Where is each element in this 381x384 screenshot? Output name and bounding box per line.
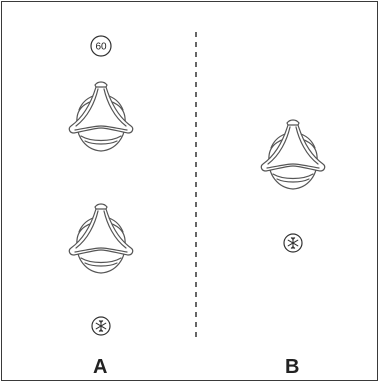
control-knob-bottom <box>68 203 134 274</box>
snowflake-icon <box>283 233 303 253</box>
panel-a: 60 <box>68 35 134 336</box>
svg-text:60: 60 <box>95 42 107 53</box>
control-knob <box>260 119 326 190</box>
control-knob-top <box>68 81 134 152</box>
diagram-frame <box>1 1 378 381</box>
snowflake-icon <box>91 316 111 336</box>
panel-label-b: B <box>285 356 300 378</box>
panel-label-a: A <box>93 356 108 378</box>
panel-b <box>260 119 326 253</box>
timer-60-badge: 60 <box>90 35 112 57</box>
